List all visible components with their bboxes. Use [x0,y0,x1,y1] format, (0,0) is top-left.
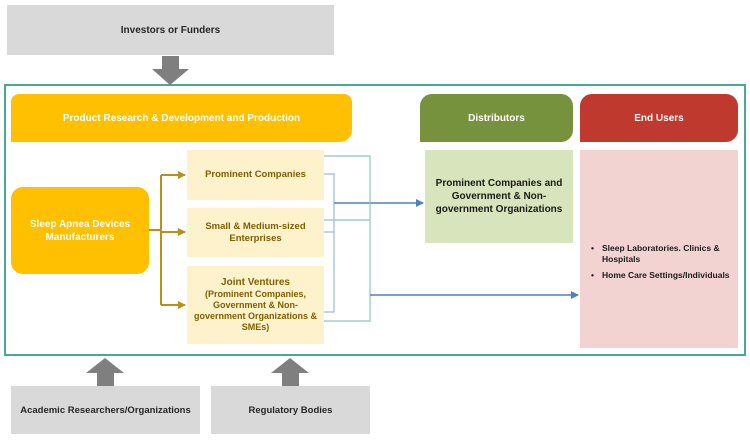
header-end-users: End Users [580,94,738,142]
category-joint-ventures: Joint Ventures (Prominent Companies, Gov… [187,266,324,344]
academic-box: Academic Researchers/Organizations [11,386,200,434]
header-distributors-label: Distributors [468,112,525,124]
distributor-label: Prominent Companies and Government & Non… [435,178,563,215]
header-production: Product Research & Development and Produ… [11,94,352,142]
end-user-item: Home Care Settings/Individuals [591,270,738,281]
category-smes: Small & Medium-sized Enterprises [187,208,324,257]
investors-box: Investors or Funders [7,5,334,55]
category-title: Prominent Companies [205,169,306,180]
end-user-item: Sleep Laboratories. Clinics & Hospitals [591,243,738,265]
arrow-down-investors-icon [152,56,189,85]
arrow-up-academic-icon [86,358,124,386]
end-users-box: Sleep Laboratories. Clinics & Hospitals … [580,150,738,348]
distributor-box: Prominent Companies and Government & Non… [425,150,573,243]
regulatory-box: Regulatory Bodies [211,386,370,434]
category-title: Small & Medium-sized Enterprises [205,220,306,244]
category-prominent-companies: Prominent Companies [187,150,324,200]
regulatory-label: Regulatory Bodies [248,404,333,416]
category-subtitle: (Prominent Companies, Government & Non-g… [193,289,318,332]
end-users-list: Sleep Laboratories. Clinics & Hospitals … [580,243,738,286]
header-distributors: Distributors [420,94,573,142]
manufacturer-box: Sleep Apnea Devices Manufacturers [11,187,149,274]
manufacturer-label: Sleep Apnea Devices Manufacturers [29,218,131,243]
header-end-users-label: End Users [634,112,684,124]
value-chain-frame [4,84,746,356]
arrow-up-regulatory-icon [271,358,309,386]
header-production-label: Product Research & Development and Produ… [62,112,301,124]
category-title: Joint Ventures [221,277,290,288]
academic-label: Academic Researchers/Organizations [20,404,191,416]
investors-label: Investors or Funders [120,24,221,36]
